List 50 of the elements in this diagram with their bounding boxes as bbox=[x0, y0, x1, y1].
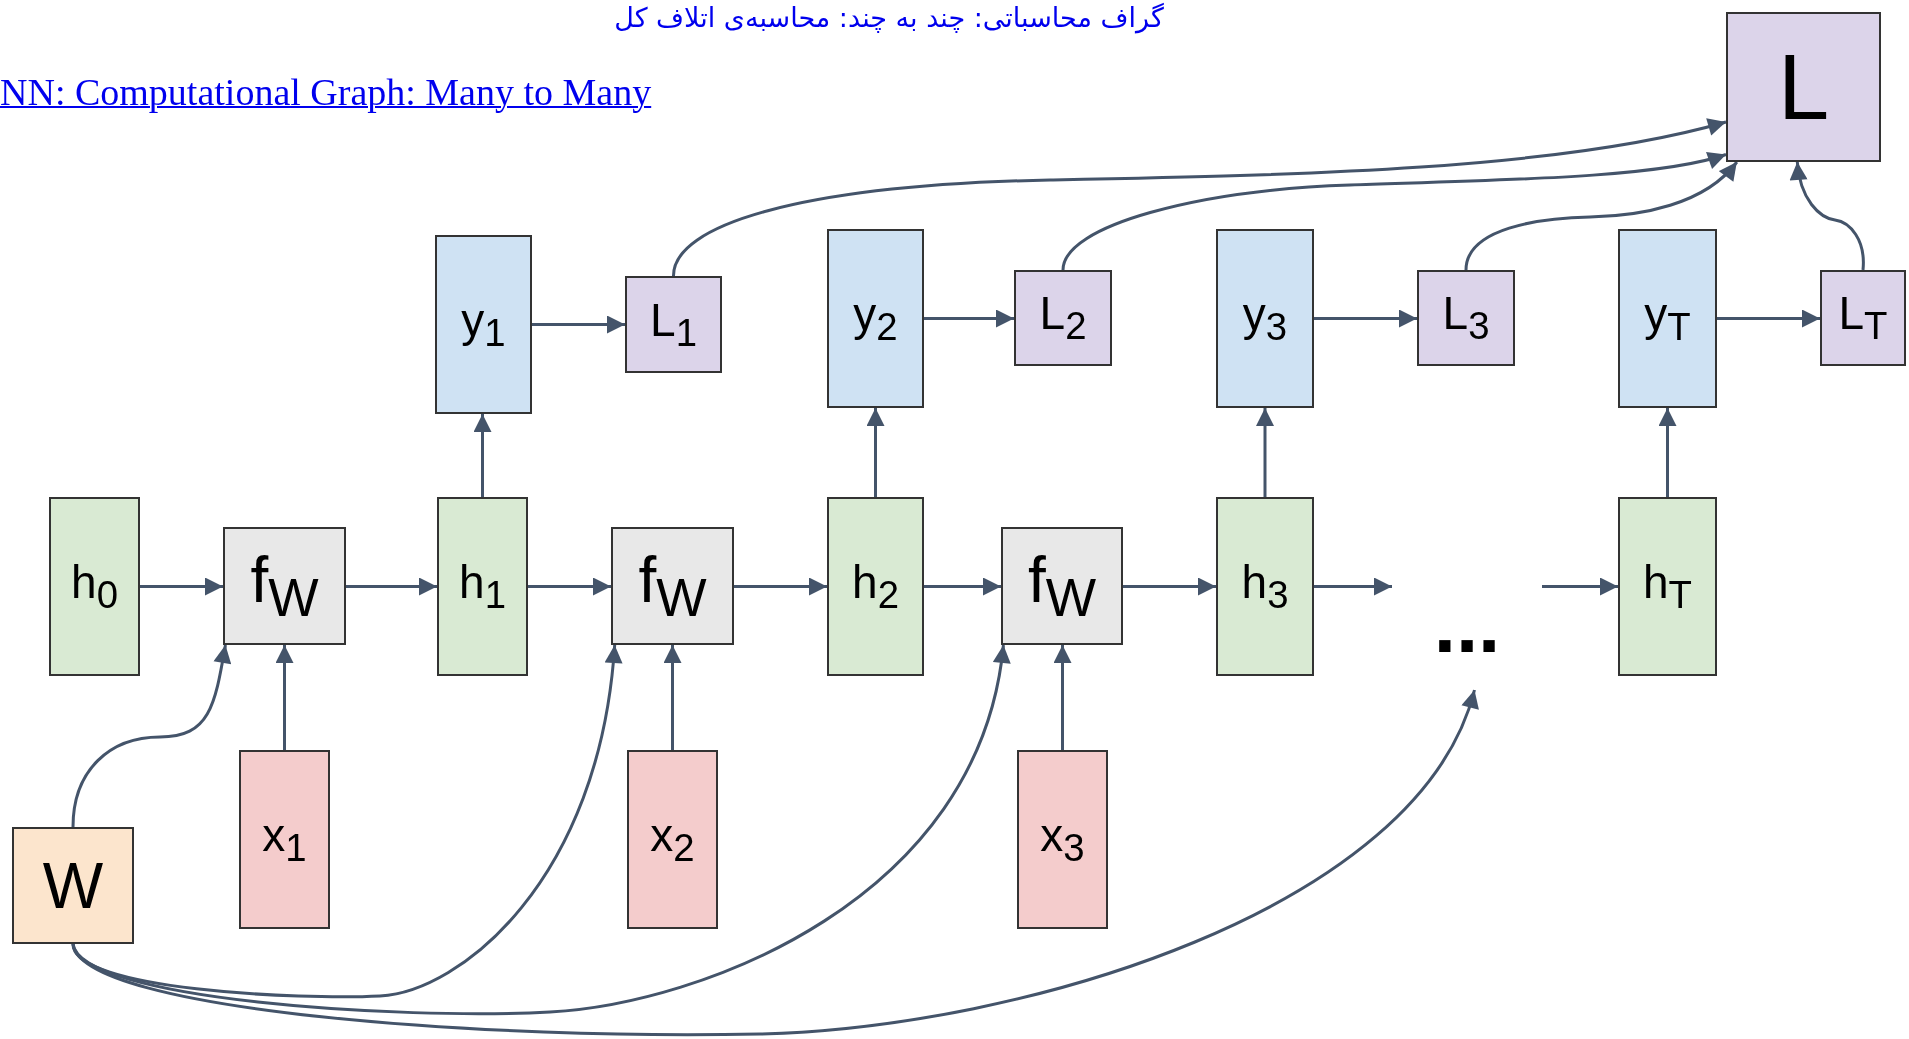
arrow bbox=[1256, 408, 1274, 497]
hidden-state-box: h$_{2}$ bbox=[827, 497, 924, 676]
arrow bbox=[663, 645, 682, 750]
loss-box: L$_{2}$ bbox=[1014, 270, 1112, 366]
arrow bbox=[71, 689, 1477, 1037]
arrow bbox=[1717, 309, 1820, 328]
arrow bbox=[1658, 408, 1677, 497]
function-box: f$_{W}$ bbox=[223, 527, 346, 645]
output-box: y$_{2}$ bbox=[827, 229, 924, 408]
arrow bbox=[532, 315, 625, 334]
heading: گراف محاسباتی: چند به چند: محاسبه‌ی اتلاف کل bbox=[614, 2, 1164, 33]
weight-box: W bbox=[12, 827, 134, 944]
hidden-state-box: h$_{0}$ bbox=[49, 497, 140, 676]
arrow bbox=[1061, 150, 1727, 271]
output-box: y$_{1}$ bbox=[435, 235, 532, 414]
arrow bbox=[672, 117, 1727, 277]
arrow bbox=[866, 408, 885, 497]
output-box: y$_{T}$ bbox=[1618, 229, 1717, 408]
input-box: x$_{3}$ bbox=[1017, 750, 1108, 929]
arrow bbox=[1542, 577, 1618, 596]
arrow bbox=[528, 577, 611, 596]
arrow bbox=[71, 644, 232, 828]
loss-box: L$_{1}$ bbox=[625, 276, 722, 373]
arrow bbox=[275, 645, 294, 750]
link-heading: NN: Computational Graph: Many to Many bbox=[0, 70, 652, 114]
hidden-state-box: h$_{T}$ bbox=[1618, 497, 1717, 676]
output-box: y$_{3}$ bbox=[1216, 229, 1314, 408]
loss-box: L$_{3}$ bbox=[1417, 270, 1515, 366]
arrow bbox=[1314, 577, 1392, 596]
loss-box: L$_{T}$ bbox=[1820, 270, 1906, 366]
arrow bbox=[140, 577, 223, 596]
arrow bbox=[924, 309, 1014, 328]
function-box: f$_{W}$ bbox=[1001, 527, 1123, 645]
arrow bbox=[1053, 645, 1072, 750]
arrow bbox=[1123, 577, 1216, 596]
input-box: x$_{2}$ bbox=[627, 750, 718, 929]
ellipsis: ... bbox=[1392, 560, 1542, 690]
function-box: f$_{W}$ bbox=[611, 527, 734, 645]
arrow bbox=[734, 577, 827, 596]
arrow bbox=[71, 644, 622, 999]
loss-box: L bbox=[1726, 12, 1881, 162]
hidden-state-box: h$_{1}$ bbox=[437, 497, 528, 676]
arrow bbox=[1314, 309, 1417, 328]
hidden-state-box: h$_{3}$ bbox=[1216, 497, 1314, 676]
arrow bbox=[924, 577, 1001, 596]
arrow bbox=[1790, 161, 1865, 271]
arrow bbox=[1464, 161, 1738, 271]
arrow bbox=[473, 414, 492, 497]
input-box: x$_{1}$ bbox=[239, 750, 330, 929]
arrow bbox=[346, 577, 437, 596]
